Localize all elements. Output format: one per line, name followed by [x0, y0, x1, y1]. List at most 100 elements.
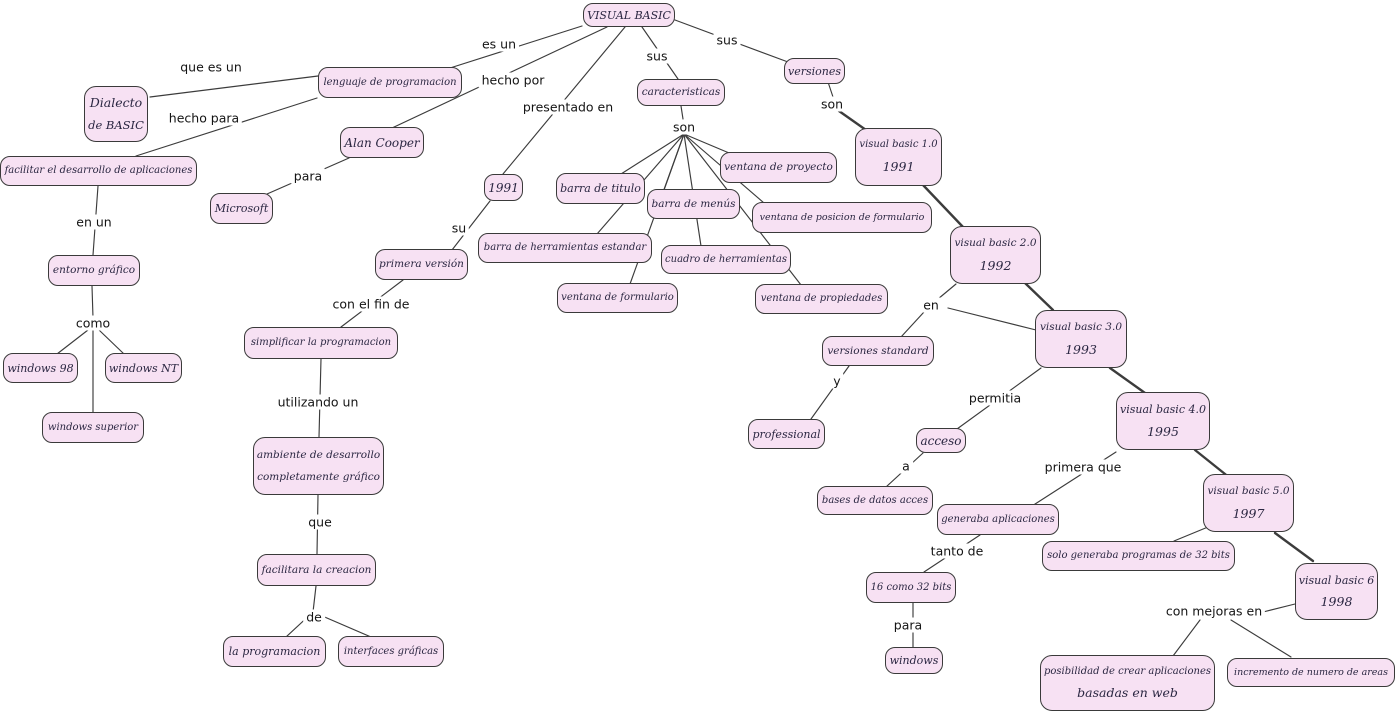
node-primera-version-line: primera versión	[379, 258, 464, 271]
node-ventana-de-formulario[interactable]: ventana de formulario	[557, 283, 678, 313]
node-visual-basic[interactable]: VISUAL BASIC	[583, 3, 675, 27]
edge-label-hecho-por-3: hecho por	[478, 72, 548, 88]
node-versiones[interactable]: versiones	[784, 58, 845, 84]
node-versiones-standard-line: versiones standard	[827, 344, 929, 357]
node-visual-basic-3-0-line: 1993	[1065, 341, 1097, 357]
node-windows-nt[interactable]: windows NT	[105, 353, 182, 383]
edge-line-10	[312, 585, 317, 613]
node-visual-basic-3-0[interactable]: visual basic 3.0 1993	[1035, 310, 1127, 368]
node-16-como-32-bits[interactable]: 16 como 32 bits	[866, 572, 956, 603]
node-ventana-de-posicion-de-formulario[interactable]: ventana de posicion de formulario	[752, 202, 932, 233]
node-alan-cooper[interactable]: Alan Cooper	[340, 127, 424, 158]
node-anio-1991-line: 1991	[488, 180, 519, 195]
node-ventana-de-propiedades[interactable]: ventana de propiedades	[755, 284, 888, 314]
node-incremento-de-numero-de-areas[interactable]: incremento de numero de areas	[1227, 658, 1395, 687]
node-anio-1991[interactable]: 1991	[484, 174, 523, 201]
node-barra-de-herramientas-estandar[interactable]: barra de herramientas estandar	[478, 233, 652, 263]
node-windows-98[interactable]: windows 98	[3, 353, 78, 383]
node-ventana-de-propiedades-line: ventana de propiedades	[760, 293, 883, 304]
node-lenguaje-de-programacion-line: lenguaje de programacion	[323, 76, 457, 88]
node-visual-basic-2-0-line: 1992	[979, 257, 1012, 273]
node-windows-superior-line: windows superior	[47, 421, 139, 433]
node-ventana-de-posicion-de-formulario-line: ventana de posicion de formulario	[759, 211, 925, 223]
edge-label-utilizando-un-8: utilizando un	[274, 394, 362, 410]
edge-line-29	[827, 81, 834, 98]
edge-line-30	[837, 109, 868, 132]
node-caracteristicas[interactable]: caracteristicas	[637, 79, 725, 106]
node-simplificar-la-programacion[interactable]: simplificar la programacion	[244, 327, 398, 359]
edge-line-48	[1230, 619, 1292, 658]
edge-label-de-10: de	[303, 609, 325, 625]
node-lenguaje-de-programacion[interactable]: lenguaje de programacion	[318, 67, 462, 98]
node-entorno-grafico-line: entorno gráfico	[52, 264, 136, 277]
node-la-programacion-line: la programacion	[228, 645, 321, 658]
node-microsoft[interactable]: Microsoft	[210, 193, 273, 224]
node-visual-basic-4-0-line: visual basic 4.0	[1120, 402, 1206, 416]
node-generaba-aplicaciones-line: generaba aplicaciones	[941, 513, 1055, 525]
edge-label-en-un-11: en un	[73, 214, 115, 230]
node-visual-basic-1-0[interactable]: visual basic 1.0 1991	[855, 128, 942, 186]
node-posibilidad-de-crear-aplicaciones-basadas-en-web-line: posibilidad de crear aplicaciones	[1043, 665, 1212, 677]
node-facilitara-la-creacion[interactable]: facilitara la creacion	[257, 554, 376, 586]
edge-label-sus-13: sus	[643, 48, 671, 64]
node-facilitar-el-desarrollo-de-aplicaciones[interactable]: facilitar el desarrollo de aplicaciones	[0, 156, 197, 186]
edge-label-que-9: que	[305, 514, 335, 530]
node-windows[interactable]: windows	[885, 647, 943, 674]
node-primera-version[interactable]: primera versión	[375, 249, 468, 280]
node-cuadro-de-herramientas[interactable]: cuadro de herramientas	[661, 245, 791, 274]
edge-line-6	[451, 200, 491, 251]
edge-label-con-el-fin-de-7: con el fin de	[329, 296, 413, 312]
edge-line-37	[900, 311, 925, 338]
edge-line-23	[663, 133, 685, 191]
node-bases-de-datos-acces[interactable]: bases de datos acces	[817, 486, 933, 515]
node-barra-de-titulo[interactable]: barra de titulo	[556, 173, 645, 204]
node-acceso[interactable]: acceso	[916, 428, 966, 453]
node-ventana-de-proyecto[interactable]: ventana de proyecto	[720, 152, 837, 183]
edge-label-con-mejoras-en-24: con mejoras en	[1162, 603, 1266, 619]
edge-line-33	[1108, 366, 1147, 395]
node-la-programacion[interactable]: la programacion	[223, 636, 326, 667]
node-visual-basic-1-0-line: 1991	[882, 159, 915, 175]
edge-label-su-6: su	[448, 220, 470, 236]
node-visual-basic-line: VISUAL BASIC	[587, 8, 671, 22]
edge-label-que-es-un-1: que es un	[177, 59, 245, 75]
node-ambiente-de-desarrollo-line: ambiente de desarrollo	[256, 448, 381, 461]
node-visual-basic-3-0-line: visual basic 3.0	[1039, 321, 1123, 333]
node-versiones-standard[interactable]: versiones standard	[822, 336, 934, 366]
node-solo-generaba-programas-de-32-bits[interactable]: solo generaba programas de 32 bits	[1042, 541, 1235, 571]
node-entorno-grafico[interactable]: entorno gráfico	[48, 255, 140, 286]
node-windows-superior[interactable]: windows superior	[42, 412, 144, 443]
edge-line-47	[1172, 619, 1201, 657]
node-interfaces-graficas[interactable]: interfaces gráficas	[338, 636, 444, 667]
node-generaba-aplicaciones[interactable]: generaba aplicaciones	[937, 504, 1059, 535]
node-alan-cooper-line: Alan Cooper	[344, 135, 420, 150]
node-facilitar-el-desarrollo-de-aplicaciones-line: facilitar el desarrollo de aplicaciones	[4, 165, 193, 176]
node-acceso-line: acceso	[920, 433, 962, 448]
node-barra-de-herramientas-estandar-line: barra de herramientas estandar	[483, 242, 647, 253]
edge-label-es-un-0: es un	[478, 36, 520, 52]
node-barra-de-menus[interactable]: barra de menús	[647, 189, 740, 219]
edge-line-1	[149, 75, 319, 98]
node-visual-basic-1-0-line: visual basic 1.0	[859, 139, 938, 151]
edge-label-hecho-para-2: hecho para	[165, 110, 243, 126]
node-interfaces-graficas-line: interfaces gráficas	[343, 645, 439, 657]
node-microsoft-line: Microsoft	[214, 202, 269, 215]
node-simplificar-la-programacion-line: simplificar la programacion	[250, 337, 392, 348]
edge-line-15	[56, 329, 89, 355]
edge-label-permitia-19: permitia	[965, 390, 1025, 406]
node-visual-basic-6-line: visual basic 6	[1298, 573, 1375, 587]
node-facilitara-la-creacion-line: facilitara la creacion	[261, 563, 372, 576]
edge-label-son-14: son	[669, 119, 699, 135]
edge-label-son-16: son	[817, 96, 847, 112]
node-visual-basic-2-0[interactable]: visual basic 2.0 1992	[950, 226, 1041, 284]
node-visual-basic-2-0-line: visual basic 2.0	[954, 237, 1037, 249]
node-versiones-line: versiones	[787, 64, 841, 78]
edge-line-38	[947, 307, 1037, 331]
node-professional[interactable]: professional	[748, 419, 825, 449]
